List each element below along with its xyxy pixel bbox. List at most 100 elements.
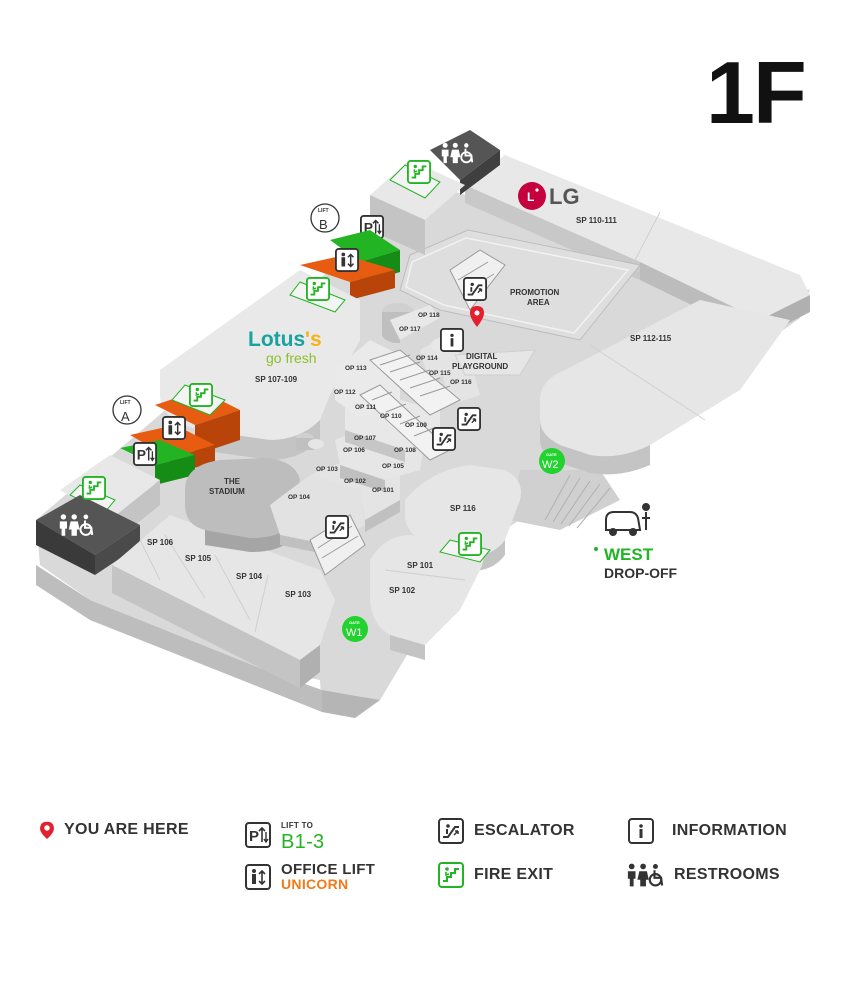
the-stadium[interactable] [185, 458, 300, 552]
op-111: OP 111 [355, 404, 377, 411]
lotus-brand-label: Lotus [248, 328, 305, 351]
fire-exit-icon-sp116[interactable] [458, 532, 482, 556]
op-104: OP 104 [288, 494, 310, 501]
gate-w1-word: GATE [349, 620, 360, 625]
stadium-label-1: THE [224, 477, 241, 486]
digital-playground-label-2: PLAYGROUND [452, 362, 508, 371]
lotus-brand-apostrophe: 's [305, 328, 322, 351]
lift-b-badge: LIFT B [310, 203, 340, 233]
legend-information-label: INFORMATION [672, 822, 787, 839]
promotion-label-2: AREA [527, 298, 550, 307]
west-label: WEST [604, 545, 654, 564]
gate-w1[interactable]: GATE W1 [342, 616, 368, 642]
fire-exit-icon-lotus[interactable] [306, 277, 330, 301]
lift-a-word: LIFT [120, 400, 131, 406]
lift-b-letter: B [319, 217, 328, 232]
shop-label-sp-106: SP 106 [147, 538, 174, 547]
gate-w2[interactable]: GATE W2 [539, 448, 565, 474]
fire-exit-icon [438, 862, 464, 888]
legend-office-lift-label: OFFICE LIFT [281, 861, 376, 878]
op-118: OP 118 [418, 312, 440, 319]
drop-off-icon [605, 503, 650, 536]
shop-label-sp-101: SP 101 [407, 561, 434, 570]
op-103: OP 103 [316, 466, 338, 473]
information-icon[interactable] [440, 328, 464, 352]
central-stairs [309, 249, 506, 576]
fire-exit-icon-top[interactable] [407, 160, 431, 184]
escalator-icon [438, 818, 464, 844]
gate-w1-label: W1 [346, 627, 363, 639]
shop-row-bottom-left[interactable] [112, 515, 335, 688]
fire-exit-icon-left[interactable] [82, 476, 106, 500]
office-lift-icon-a[interactable] [162, 416, 186, 440]
legend-office-lift-sub: UNICORN [281, 876, 349, 892]
shop-label-sp-105: SP 105 [185, 554, 212, 563]
op-112: OP 112 [334, 389, 356, 396]
information-icon [628, 818, 654, 844]
floor-title: 1F [706, 43, 807, 142]
op-106: OP 106 [343, 447, 365, 454]
shop-sp-112-115[interactable] [540, 300, 790, 475]
legend-lift-levels: B1-3 [281, 831, 325, 853]
legend-restrooms: RESTROOMS [626, 862, 780, 888]
shop-label-sp-110-111: SP 110-111 [576, 216, 617, 225]
op-114: OP 114 [416, 355, 438, 362]
escalator-icon-1[interactable] [463, 277, 487, 301]
shop-label-sp-112-115: SP 112-115 [630, 334, 672, 343]
op-115: OP 115 [429, 370, 451, 377]
office-lift-icon [245, 864, 271, 890]
lift-a-letter: A [121, 409, 130, 424]
op-109: OP 109 [405, 422, 427, 429]
drop-off-label: DROP-OFF [604, 565, 678, 581]
op-108: OP 108 [394, 447, 416, 454]
op-labels: OP 118 OP 117 OP 113 OP 112 OP 114 OP 11… [288, 312, 472, 501]
stadium-label-2: STADIUM [209, 487, 245, 496]
lg-logo: L LG [518, 182, 580, 210]
legend-you-are-here-label: YOU ARE HERE [64, 821, 189, 838]
shop-label-sp-116: SP 116 [450, 504, 476, 513]
shop-label-sp-103: SP 103 [285, 590, 312, 599]
escalator-icon-2[interactable] [457, 407, 481, 431]
fire-exit-icon-lift-a[interactable] [189, 383, 213, 407]
escalator-icon-3[interactable] [432, 427, 456, 451]
legend-information: INFORMATION [628, 818, 787, 844]
legend: YOU ARE HERE LIFT TO B1-3 ESCALATOR INFO… [0, 800, 854, 920]
lift-a-badge: LIFT A [112, 395, 142, 425]
lift-b-word: LIFT [318, 208, 329, 214]
restroom-icon [626, 862, 664, 888]
promotion-label-1: PROMOTION [510, 288, 560, 297]
legend-escalator-label: ESCALATOR [474, 822, 575, 839]
op-105: OP 105 [382, 463, 404, 470]
op-110: OP 110 [380, 413, 402, 420]
escalator-icon-4[interactable] [325, 515, 349, 539]
legend-lift: LIFT TO B1-3 [245, 818, 325, 853]
shop-label-sp-102: SP 102 [389, 586, 416, 595]
op-116: OP 116 [450, 379, 472, 386]
lg-brand-label: LG [549, 184, 580, 209]
digital-playground-label-1: DIGITAL [466, 352, 498, 361]
promotion-area[interactable] [399, 229, 641, 341]
lift-icon [245, 822, 271, 848]
shop-label-sp-104: SP 104 [236, 572, 263, 581]
lotus-brand-sub: go fresh [266, 350, 317, 366]
legend-office-lift: OFFICE LIFT UNICORN [245, 862, 375, 892]
you-are-here-marker [470, 306, 484, 327]
svg-text:L: L [527, 190, 534, 204]
legend-restrooms-label: RESTROOMS [674, 866, 780, 883]
office-lift-icon-b[interactable] [335, 248, 359, 272]
op-102: OP 102 [344, 478, 366, 485]
gate-w2-word: GATE [546, 452, 557, 457]
lift-a-shaft [120, 384, 240, 485]
legend-lift-to: LIFT TO [281, 821, 314, 830]
lotus-logo: Lotus 's go fresh [248, 328, 322, 366]
shop-label-sp-107-109: SP 107-109 [255, 375, 298, 384]
legend-fire-exit: FIRE EXIT [438, 862, 553, 888]
op-101: OP 101 [372, 487, 394, 494]
op-107: OP 107 [354, 435, 376, 442]
op-113: OP 113 [345, 365, 367, 372]
legend-escalator: ESCALATOR [438, 818, 575, 844]
lift-to-b1-3-icon-a[interactable] [133, 442, 157, 466]
west-dot [594, 547, 598, 551]
legend-fire-exit-label: FIRE EXIT [474, 866, 554, 883]
